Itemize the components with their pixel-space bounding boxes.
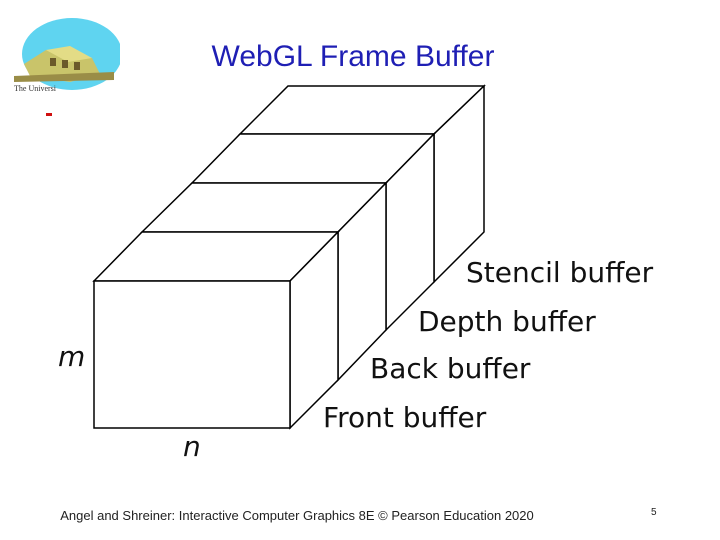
- stencil-buffer-label: Stencil buffer: [466, 256, 654, 289]
- footer-citation: Angel and Shreiner: Interactive Computer…: [60, 508, 534, 523]
- university-logo: [14, 18, 120, 90]
- slide-title: WebGL Frame Buffer: [211, 40, 495, 73]
- depth-buffer-label: Depth buffer: [418, 305, 596, 338]
- width-dimension-label: n: [183, 430, 201, 463]
- red-dash-mark: [46, 113, 52, 116]
- height-dimension-label: m: [58, 340, 85, 373]
- page-number: 5: [651, 507, 657, 518]
- back-buffer-label: Back buffer: [370, 352, 531, 385]
- logo-caption: The Universi: [14, 84, 56, 93]
- front-buffer-face: [93, 280, 291, 429]
- front-buffer-label: Front buffer: [323, 401, 487, 434]
